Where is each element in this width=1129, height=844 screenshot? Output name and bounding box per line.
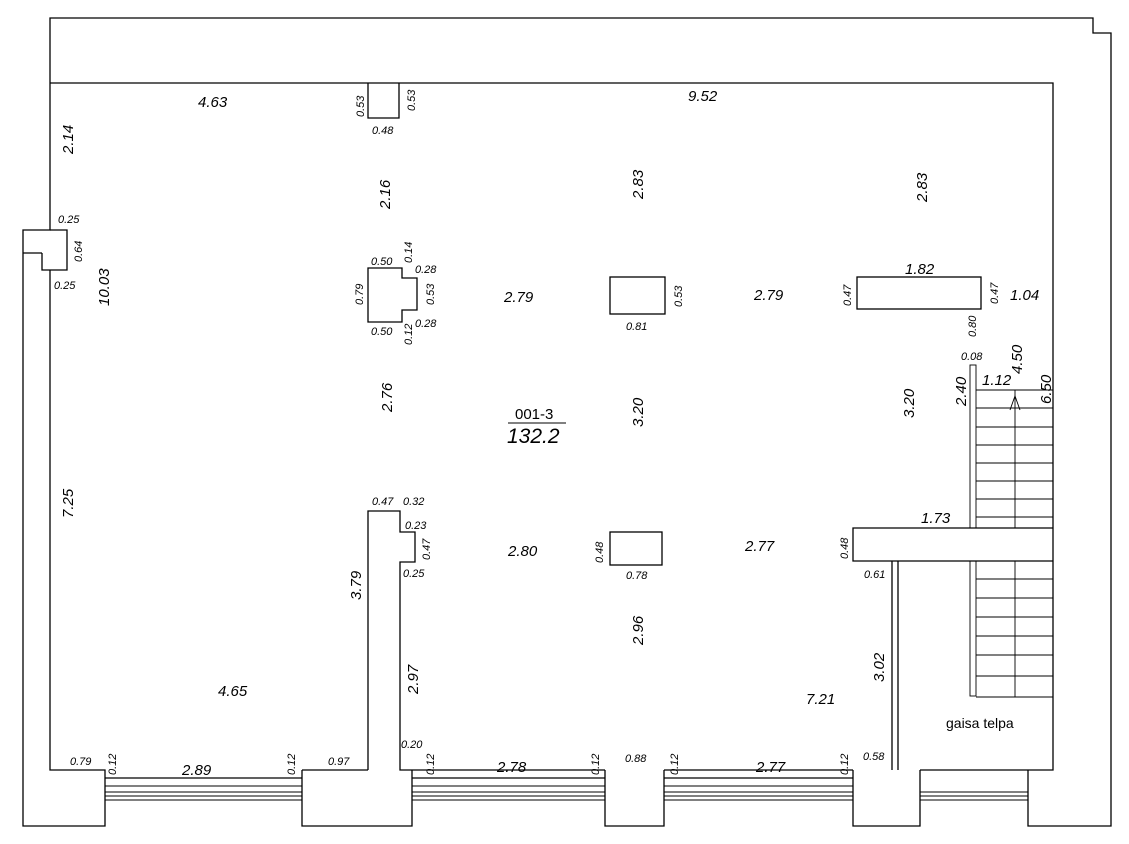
bottom-wall: [105, 769, 1028, 827]
dim-label: 0.12: [839, 754, 851, 775]
dim-label: 7.21: [806, 691, 835, 708]
dim-label: 0.80: [967, 315, 979, 337]
dim-label: 0.23: [405, 520, 427, 532]
dim-label: 2.76: [379, 382, 396, 413]
dim-label: 0.53: [355, 95, 367, 117]
dim-label: 0.53: [673, 285, 685, 307]
dim-label: 0.20: [401, 739, 423, 751]
column-a: [367, 267, 418, 323]
dim-label: 2.77: [744, 538, 775, 555]
window-4: [920, 791, 1028, 801]
dim-label: 3.02: [871, 652, 888, 682]
dim-label: 0.79: [354, 284, 366, 305]
dim-label: 0.28: [415, 318, 437, 330]
dim-label: 0.12: [107, 754, 119, 775]
staircase-lower: [969, 560, 1053, 698]
dim-label: 0.25: [54, 280, 76, 292]
dim-label: 0.25: [58, 214, 80, 226]
dim-label: 2.97: [405, 664, 422, 695]
dim-label: 0.47: [989, 282, 1001, 304]
dim-label: 0.58: [863, 751, 885, 763]
dim-label: 9.52: [688, 88, 718, 105]
wall-notch: [367, 83, 400, 119]
dim-label: 3.79: [348, 570, 365, 600]
column-b: [609, 276, 666, 315]
dim-label: 1.04: [1010, 287, 1039, 304]
dim-label: 0.79: [70, 756, 91, 768]
dim-label: 0.12: [425, 754, 437, 775]
dim-label: 1.82: [905, 261, 935, 278]
dim-label: 0.81: [626, 321, 647, 333]
room-label: 001-3 132.2: [507, 406, 566, 448]
dim-label: 1.73: [921, 510, 951, 527]
dimension-labels: 4.63 9.52 2.14 0.53 0.53 0.48 0.25 0.64 …: [54, 88, 1055, 779]
dim-label: 0.08: [961, 351, 983, 363]
dim-label: 0.48: [839, 537, 851, 559]
dim-label: 2.79: [753, 287, 784, 304]
dim-label: 0.47: [842, 284, 854, 306]
interior-wall-d: [302, 510, 416, 771]
dim-label: 2.40: [953, 376, 970, 407]
gas-room-label: gaisa telpa: [946, 715, 1014, 731]
dim-label: 2.77: [755, 759, 786, 776]
dim-label: 3.20: [630, 397, 647, 427]
dim-label: 2.89: [181, 762, 212, 779]
dim-label: 0.48: [594, 541, 606, 563]
stair-landing: [852, 527, 1053, 770]
column-c: [856, 276, 982, 310]
dim-label: 2.83: [630, 169, 647, 200]
dim-label: 0.12: [590, 754, 602, 775]
dim-label: 0.53: [425, 283, 437, 305]
dim-label: 0.12: [286, 754, 298, 775]
dim-label: 0.47: [372, 496, 394, 508]
dim-label: 2.16: [377, 179, 394, 210]
dim-label: 0.78: [626, 570, 648, 582]
dim-label: 4.65: [218, 683, 248, 700]
dim-label: 2.80: [507, 543, 538, 560]
dim-label: 4.50: [1009, 344, 1026, 374]
dim-label: 7.25: [60, 488, 77, 518]
dim-label: 0.48: [372, 125, 394, 137]
dim-label: 0.12: [403, 324, 415, 345]
dim-label: 0.88: [625, 753, 647, 765]
dim-label: 1.12: [982, 372, 1012, 389]
dim-label: 2.83: [914, 172, 931, 203]
window-2: [412, 785, 605, 801]
room-code: 001-3: [515, 406, 553, 423]
dim-label: 2.79: [503, 289, 534, 306]
dim-label: 0.97: [328, 756, 350, 768]
dim-label: 0.32: [403, 496, 424, 508]
dim-label: 0.12: [669, 754, 681, 775]
staircase-upper: [969, 364, 1053, 529]
dim-label: 6.50: [1038, 374, 1055, 404]
dim-label: 0.50: [371, 256, 393, 268]
dim-label: 0.50: [371, 326, 393, 338]
dim-label: 10.03: [96, 268, 113, 306]
dim-label: 0.28: [415, 264, 437, 276]
dim-label: 0.53: [406, 89, 418, 111]
dim-label: 0.25: [403, 568, 425, 580]
room-area: 132.2: [507, 425, 560, 448]
column-e: [609, 531, 663, 566]
dim-label: 2.14: [60, 125, 77, 155]
dim-label: 0.47: [421, 538, 433, 560]
dim-label: 0.61: [864, 569, 885, 581]
dim-label: 2.96: [630, 615, 647, 646]
window-1: [105, 785, 302, 801]
dim-label: 2.78: [496, 759, 527, 776]
window-3: [664, 785, 853, 801]
outer-walls: [22, 17, 1112, 827]
dim-label: 3.20: [901, 388, 918, 418]
dim-label: 0.64: [73, 241, 85, 262]
dim-label: 0.14: [403, 242, 415, 263]
dim-label: 4.63: [198, 94, 228, 111]
